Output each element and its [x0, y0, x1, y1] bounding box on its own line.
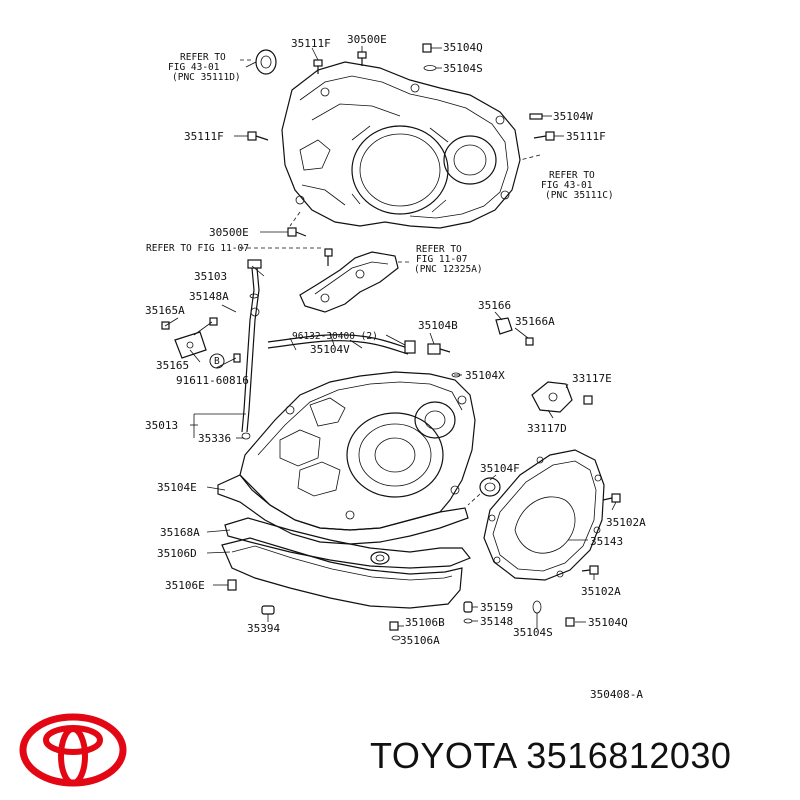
label-35104v: 35104V	[310, 343, 350, 356]
drain-plug-35106e	[227, 579, 237, 591]
badge-b: B	[214, 356, 220, 367]
label-35148a: 35148A	[189, 290, 229, 303]
label-35165: 35165	[156, 359, 189, 372]
label-35166: 35166	[478, 299, 511, 312]
brand-footer: TOYOTA 3516812030	[370, 735, 790, 785]
label-35111f-right: 35111F	[566, 130, 606, 143]
dipstick-tube	[241, 259, 262, 440]
label-35111f-left: 35111F	[184, 130, 224, 143]
ref-43-01-d-line3: (PNC 35111D)	[172, 72, 241, 83]
bolt-35102a-top	[602, 493, 621, 503]
label-35106e: 35106E	[165, 579, 205, 592]
label-35104e: 35104E	[157, 481, 197, 494]
label-91611: 91611-60816	[176, 374, 249, 387]
label-35336: 35336	[198, 432, 231, 445]
transaxle-housing	[281, 61, 521, 229]
union-35104b	[427, 343, 451, 355]
brand-name: TOYOTA	[370, 735, 516, 776]
case-flange	[217, 474, 469, 545]
label-35394: 35394	[247, 622, 280, 635]
label-33117d: 33117D	[527, 422, 567, 435]
bolt-35111f-left	[247, 131, 269, 141]
transaxle-case	[239, 371, 476, 531]
ref-43-01-c-line2: FIG 43-01	[541, 180, 593, 191]
bolt-30500e-left	[287, 227, 307, 237]
bracket-33117	[531, 381, 593, 413]
label-35104f: 35104F	[480, 462, 520, 475]
oil-pan-gasket-35168a	[224, 517, 471, 569]
label-30500e-left: 30500E	[209, 226, 249, 239]
label-35159: 35159	[480, 601, 513, 614]
label-35102a-top: 35102A	[606, 516, 646, 529]
diagram-code: 350408-A	[590, 688, 643, 700]
label-35165a: 35165A	[145, 304, 185, 317]
oil-seal-35104f	[479, 477, 501, 497]
label-35143: 35143	[590, 535, 623, 548]
label-35106b: 35106B	[405, 616, 445, 629]
label-30500e-top: 30500E	[347, 33, 387, 46]
label-35104q-top: 35104Q	[443, 41, 483, 54]
clip-35148a	[250, 307, 260, 317]
filter-35159	[463, 601, 473, 624]
mount-bracket	[299, 248, 399, 313]
plug-35104q-bottom	[565, 617, 575, 627]
ref-11-07-left: REFER TO FIG 11-07	[146, 243, 249, 254]
label-35106d: 35106D	[157, 547, 197, 560]
label-35166a: 35166A	[515, 315, 555, 328]
label-35104x: 35104X	[465, 369, 505, 382]
leader-lines	[164, 46, 617, 628]
ref-43-01-c-line3: (PNC 35111C)	[545, 190, 614, 201]
label-35104s-bottom: 35104S	[513, 626, 553, 639]
ref-11-07-right-line2: FIG 11-07	[416, 254, 467, 265]
badge-b-circle	[209, 353, 225, 369]
label-35104b: 35104B	[418, 319, 458, 332]
label-35104q-bottom: 35104Q	[588, 616, 628, 629]
label-35148: 35148	[480, 615, 513, 628]
label-35013: 35013	[145, 419, 178, 432]
parts-diagram: REFER TO FIG 43-01 (PNC 35111D) 35111F 3…	[145, 33, 646, 700]
oil-seal-35111d	[255, 49, 277, 75]
label-35106a: 35106A	[400, 634, 440, 647]
pin-35104w	[529, 113, 543, 120]
plug-35166	[495, 317, 534, 346]
label-35168a: 35168A	[160, 526, 200, 539]
label-35111f-top: 35111F	[291, 37, 331, 50]
part-number: 3516812030	[526, 735, 732, 776]
ref-43-01-d-line2: FIG 43-01	[168, 62, 220, 73]
label-35104w: 35104W	[553, 110, 593, 123]
oil-cooler-hose	[267, 332, 416, 355]
toyota-logo	[19, 713, 127, 787]
ref-11-07-right-line1: REFER TO	[416, 244, 462, 255]
part-labels: REFER TO FIG 43-01 (PNC 35111D) 35111F 3…	[145, 33, 646, 700]
label-35104s-top: 35104S	[443, 62, 483, 75]
magnet-35394	[261, 605, 275, 615]
bolt-35111f-right	[533, 131, 555, 141]
ref-43-01-d-line1: REFER TO	[180, 52, 226, 63]
label-35102a-bottom: 35102A	[581, 585, 621, 598]
bolt-35102a-bottom	[581, 565, 599, 575]
label-35103: 35103	[194, 270, 227, 283]
drain-plug-35106a	[389, 621, 401, 641]
label-33117e: 33117E	[572, 372, 612, 385]
ref-43-01-c-line1: REFER TO	[549, 170, 595, 181]
gasket-35104s-bottom	[532, 600, 542, 614]
label-96132: 96132-30400 (2)	[292, 331, 378, 342]
side-cover-35143	[483, 449, 605, 581]
ref-11-07-right-line3: (PNC 12325A)	[414, 264, 483, 275]
oil-pan-35106d	[221, 537, 463, 609]
